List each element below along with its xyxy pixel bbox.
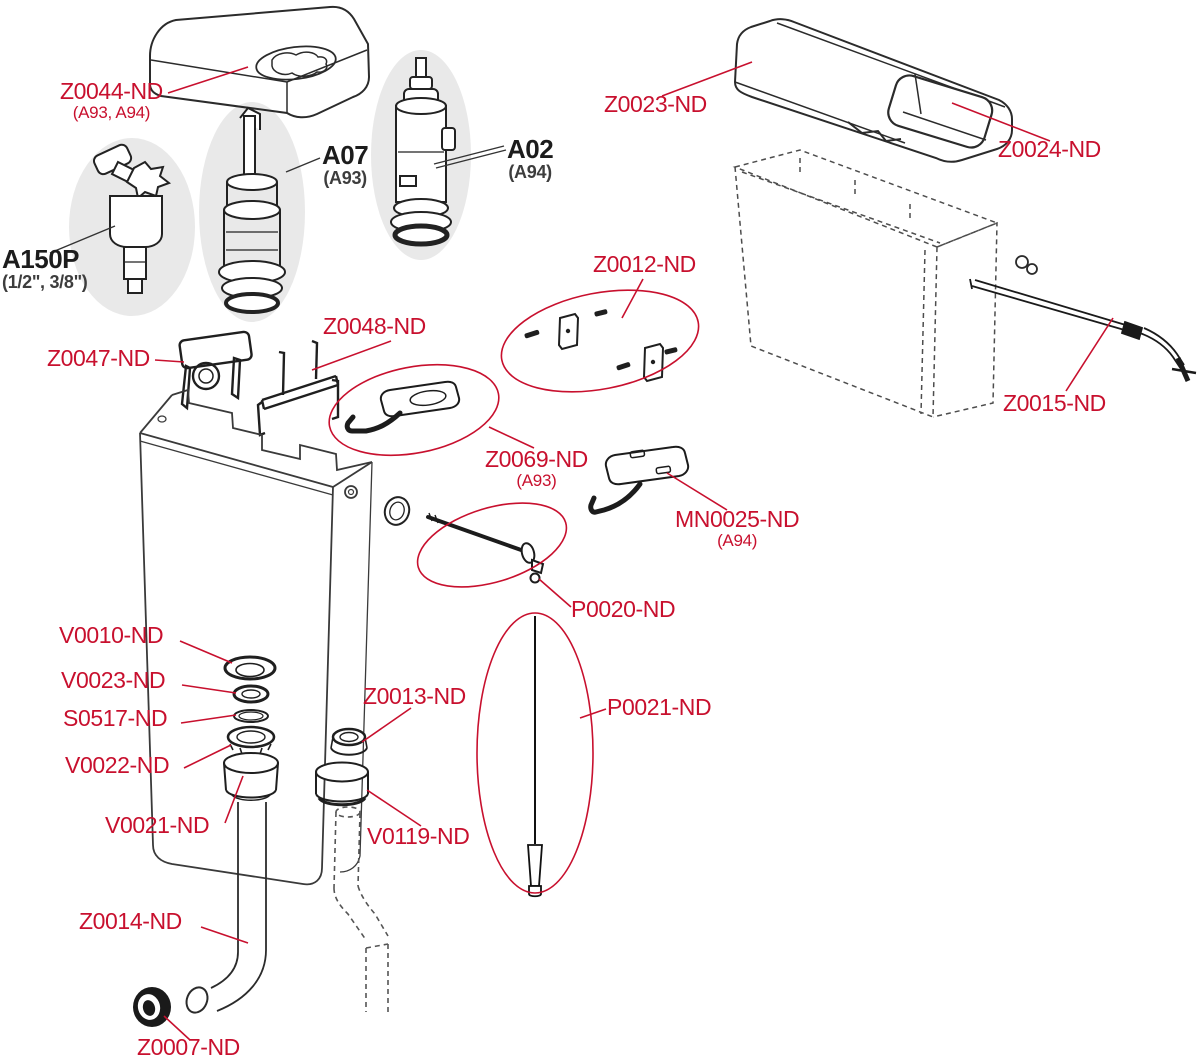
callout-ellipses bbox=[328, 289, 700, 894]
part-oring-small bbox=[383, 496, 411, 526]
part-gasket-z0013 bbox=[330, 727, 368, 756]
part-label-p0020-nd: P0020-ND bbox=[571, 596, 676, 622]
part-label-z0013-nd: Z0013-ND bbox=[363, 683, 466, 709]
part-label-z0047-nd: Z0047-ND bbox=[47, 345, 150, 371]
part-label-z0012-nd: Z0012-ND bbox=[593, 251, 696, 277]
part-label-z0024-nd: Z0024-ND bbox=[998, 136, 1101, 162]
part-needle-p0021 bbox=[527, 616, 543, 898]
part-rod-p0020 bbox=[426, 512, 545, 584]
leader-lines-red bbox=[154, 61, 1114, 1041]
part-grommet-small bbox=[1015, 255, 1038, 275]
part-label-v0023-nd: V0023-ND bbox=[61, 667, 166, 693]
part-label-z0069-nd: Z0069-ND (A93) bbox=[485, 446, 588, 490]
part-label-p0021-nd: P0021-ND bbox=[607, 694, 712, 720]
part-elbow-pipe-z0014 bbox=[185, 802, 267, 1014]
part-grommet-z0007 bbox=[133, 987, 171, 1027]
part-pipe-dashed bbox=[333, 806, 389, 1012]
part-hose-z0015 bbox=[969, 278, 1197, 382]
part-fixing-set-z0012 bbox=[524, 309, 678, 383]
part-label-a02: A02 (A94) bbox=[507, 134, 554, 183]
part-label-z0044-nd: Z0044-ND (A93, A94) bbox=[60, 78, 163, 122]
part-label-z0048-nd: Z0048-ND bbox=[323, 313, 426, 339]
part-label-z0015-nd: Z0015-ND bbox=[1003, 390, 1106, 416]
part-button-z0024 bbox=[887, 73, 994, 149]
part-label-a07: A07 (A93) bbox=[322, 140, 369, 189]
part-lever-mn0025 bbox=[588, 445, 690, 515]
part-label-v0022-nd: V0022-ND bbox=[65, 752, 170, 778]
part-fill-valve-a150p bbox=[92, 143, 172, 294]
part-label-z0007-nd: Z0007-ND bbox=[137, 1034, 240, 1060]
part-clip-z0047 bbox=[178, 330, 253, 411]
part-lever-z0069 bbox=[344, 380, 461, 434]
part-label-v0010-nd: V0010-ND bbox=[59, 622, 164, 648]
part-label-z0023-nd: Z0023-ND bbox=[604, 91, 707, 117]
leader-lines-black bbox=[49, 145, 507, 254]
part-tank-dashed bbox=[732, 149, 1000, 419]
part-label-v0021-nd: V0021-ND bbox=[105, 812, 210, 838]
part-outlet-stack bbox=[223, 655, 279, 801]
part-lid-z0044 bbox=[149, 5, 371, 119]
part-bracket-z0048 bbox=[256, 339, 340, 437]
part-label-s0517-nd: S0517-ND bbox=[63, 705, 168, 731]
part-label-mn0025-nd: MN0025-ND (A94) bbox=[675, 506, 800, 550]
part-label-z0014-nd: Z0014-ND bbox=[79, 908, 182, 934]
part-flush-valve-a07 bbox=[218, 106, 286, 314]
part-flush-valve-a02 bbox=[390, 57, 456, 247]
part-label-v0119-nd: V0119-ND bbox=[367, 823, 470, 849]
part-label-a150p: A150P (1/2", 3/8") bbox=[2, 244, 88, 293]
